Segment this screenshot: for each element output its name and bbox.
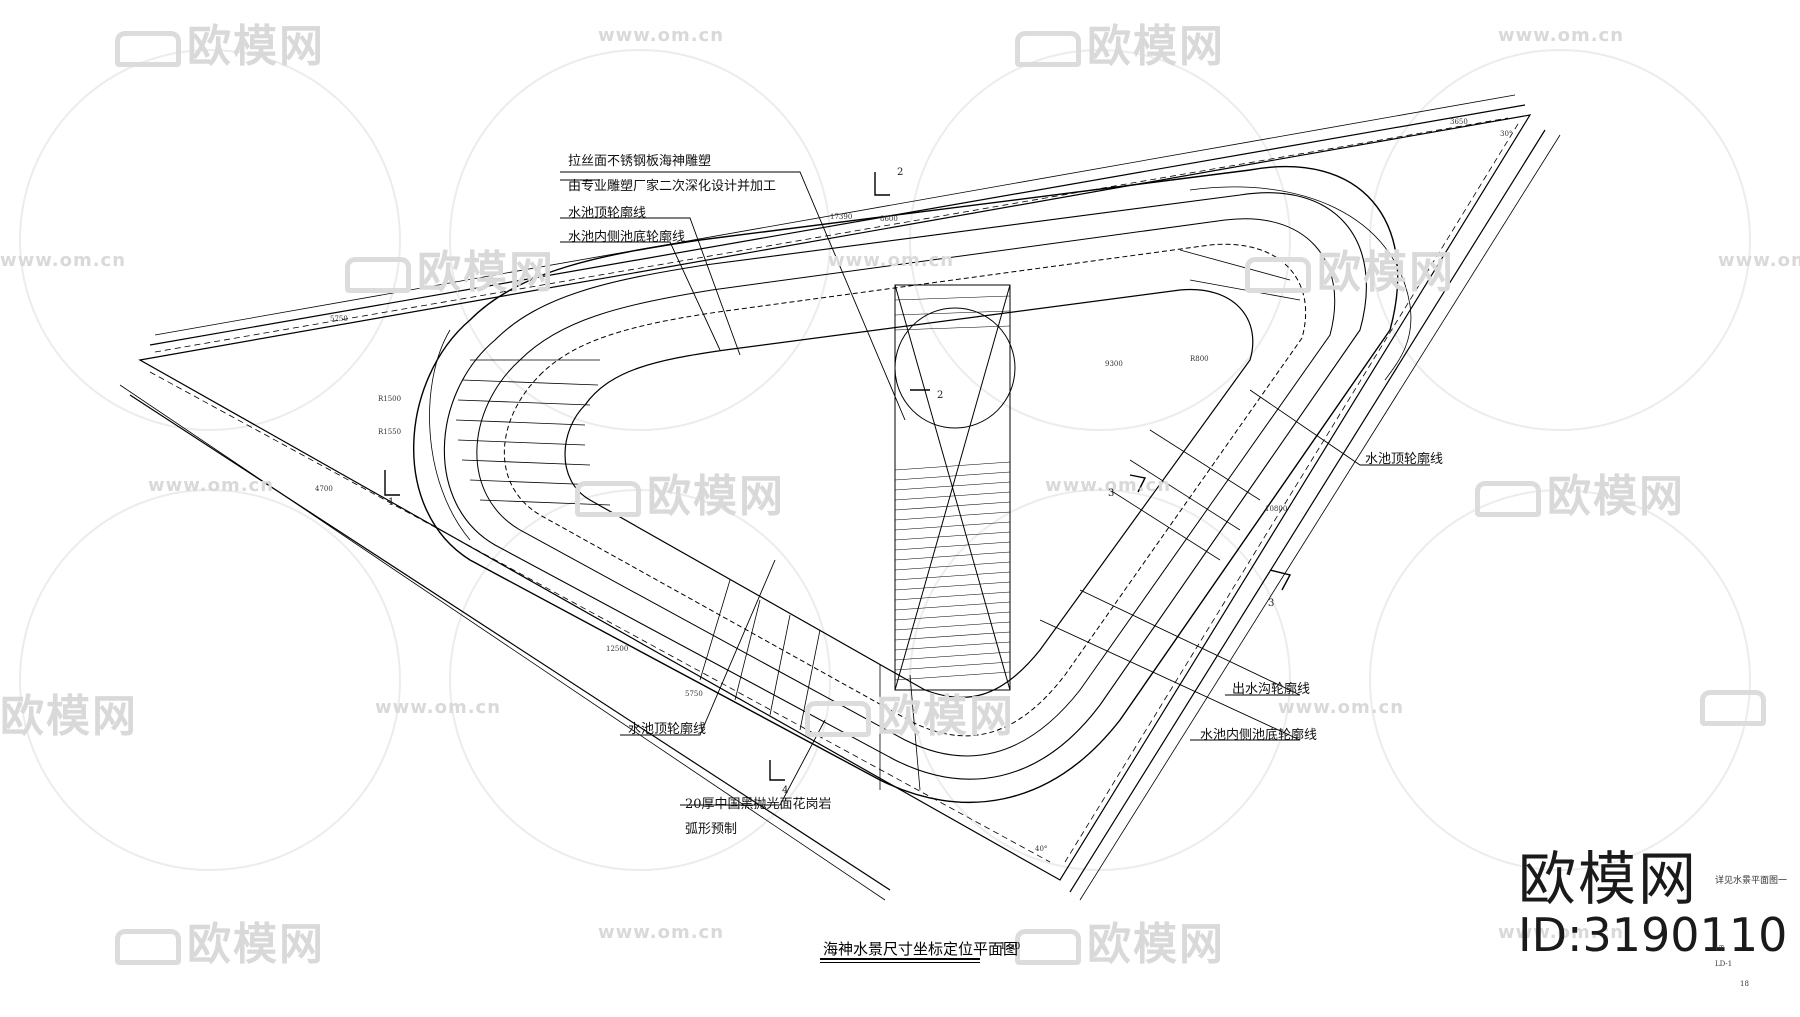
dim-top: 3650 [1450, 118, 1468, 126]
sculpture [894, 284, 1016, 691]
watermark-logo: 欧模网 [1475, 460, 1685, 524]
watermark-logo: 欧模网 [115, 908, 325, 972]
radius-left-2: R1550 [378, 428, 402, 436]
watermark-url: www.om.cn [0, 250, 127, 271]
leader-lines [560, 171, 1430, 806]
watermark-logo: 欧模网 [1245, 236, 1455, 300]
watermark-url: www.om.cn [148, 475, 275, 496]
title-underline-thin [820, 962, 980, 964]
watermark-logo: 欧模网 [0, 691, 138, 742]
angle-bottom: 40° [1035, 845, 1048, 853]
callout-granite-1: 20厚中国黑抛光面花岗岩 [685, 797, 832, 812]
sofa-icon [575, 481, 641, 517]
watermark-logo: 欧模网 [805, 680, 1015, 744]
radius-tip: R800 [1190, 355, 1209, 363]
callout-pool-top-a: 水池顶轮廓线 [568, 206, 647, 221]
watermark-url: www.om.cn [1498, 25, 1625, 46]
watermark-url: www.om.cn [598, 25, 725, 46]
watermark-url: www.om.cn [828, 250, 955, 271]
section-markers [384, 172, 1292, 781]
drawing-title: 海神水景尺寸坐标定位平面图 [823, 940, 1019, 958]
model-id: ID:3190110 [1518, 908, 1788, 962]
watermark-logo: 欧模网 [115, 10, 325, 74]
dim-top-left: 5750 [330, 315, 348, 323]
callout-overflow: 出水沟轮廓线 [1232, 682, 1311, 697]
sofa-icon [115, 31, 181, 67]
callout-granite-2: 弧形预制 [685, 822, 738, 837]
callout-sculpture-2: 由专业雕塑厂家二次深化设计并加工 [568, 179, 777, 194]
watermark-url: www.om.cn [1498, 922, 1625, 943]
side-note-sub2: LD-1 [1715, 960, 1733, 968]
section-3-right: 3 [1268, 598, 1275, 609]
brand-logo: 欧模网 [1518, 845, 1699, 913]
callout-sculpture-1: 拉丝面不锈钢板海神雕塑 [568, 154, 712, 169]
watermark-url: www.om.cn [1718, 250, 1800, 271]
angle-right: 30° [1500, 130, 1513, 138]
section-4: 4 [782, 785, 789, 796]
sheet-number: 18 [1740, 980, 1749, 988]
sofa-icon [1475, 481, 1541, 517]
side-note: 详见水景平面图一 [1715, 876, 1788, 886]
dim-bottom: 12500 [606, 645, 629, 653]
dim-left: 4700 [315, 485, 333, 493]
sofa-icon [345, 257, 411, 293]
pool-inner-bottom-outline [564, 288, 1254, 699]
sofa-icon [805, 701, 871, 737]
title-underline [820, 958, 980, 961]
callout-pool-inner-a: 水池内侧池底轮廓线 [568, 230, 686, 245]
sofa-icon [1015, 31, 1081, 67]
section-1: 1 [388, 497, 395, 508]
site-boundary [119, 94, 1561, 901]
watermark-logo: 欧模网 [1015, 908, 1225, 972]
sofa-icon [115, 929, 181, 965]
pool-top-outline [413, 165, 1399, 803]
watermark-logo: 欧模网 [345, 236, 555, 300]
watermark-logo: 欧模网 [1015, 10, 1225, 74]
sculpture-hatch [894, 295, 1011, 681]
pool-outlines [413, 165, 1412, 803]
radius-left-1: R1500 [378, 395, 402, 403]
dim-upper-2: 8600 [880, 215, 898, 223]
dim-upper: 17390 [830, 213, 853, 221]
dim-inner: 9300 [1105, 360, 1123, 368]
site-boundary-dashed [149, 117, 1519, 863]
dim-bottom-2: 5750 [685, 690, 703, 698]
section-2-top: 2 [897, 167, 904, 178]
watermark-url: www.om.cn [598, 922, 725, 943]
watermark-circles [19, 49, 1751, 871]
sofa-icon [1700, 690, 1766, 726]
section-2-mid: 2 [937, 390, 944, 401]
left-curve-ticks [455, 359, 611, 506]
sofa-icon [1245, 257, 1311, 293]
watermark-url: www.om.cn [1045, 475, 1172, 496]
watermark-url: www.om.cn [1278, 697, 1405, 718]
sofa-icon [1015, 929, 1081, 965]
sculpture-disc [894, 307, 1016, 429]
watermark-logo: 欧模网 [575, 460, 785, 524]
watermark-url: www.om.cn [375, 697, 502, 718]
callout-pool-top-b: 水池顶轮廓线 [1365, 452, 1444, 467]
drawing-scale: 1:50 [1000, 942, 1021, 952]
callout-pool-top-c: 水池顶轮廓线 [628, 722, 707, 737]
section-3-mid: 3 [1108, 488, 1115, 499]
dim-right: 10800 [1265, 505, 1288, 513]
side-note-sub1: LT [1715, 945, 1724, 953]
watermark-logo [1700, 680, 1772, 731]
callout-pool-inner-b: 水池内侧池底轮廓线 [1200, 728, 1318, 743]
